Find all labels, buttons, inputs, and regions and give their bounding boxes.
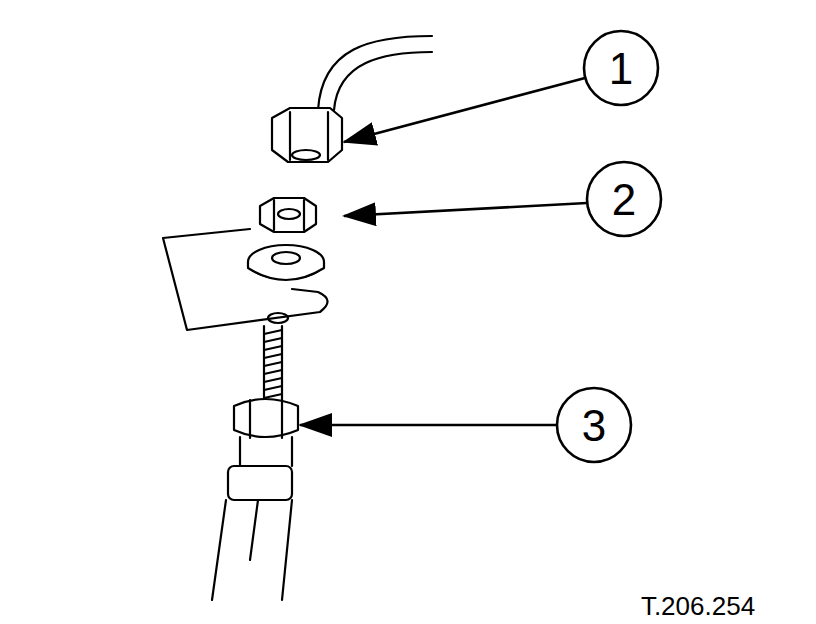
- callout-number: 3: [582, 404, 606, 448]
- callout-circle: [557, 388, 631, 462]
- nut-facet: [274, 200, 304, 230]
- nut-bore: [292, 150, 320, 160]
- thread: [264, 330, 282, 398]
- leader-arrow: [300, 424, 557, 427]
- lock-nut: [260, 198, 316, 232]
- callout-circle: [587, 162, 661, 236]
- nut-bore: [278, 209, 300, 219]
- hose-ferrule: [228, 466, 292, 500]
- drawing-reference: T.206.254: [641, 593, 755, 619]
- callout-number: 2: [612, 178, 636, 222]
- callout-circle: [584, 31, 658, 105]
- leader-arrow: [344, 78, 585, 142]
- hex-facet: [250, 400, 282, 438]
- thread-stud: [264, 326, 282, 400]
- bracket-hole: [268, 313, 288, 323]
- bracket: [163, 229, 328, 330]
- union-nut: [272, 108, 342, 162]
- brake-hose: [212, 500, 292, 600]
- leader-arrow: [344, 203, 587, 216]
- callout-number: 1: [609, 47, 633, 91]
- washer-bore: [272, 252, 300, 264]
- washer: [248, 245, 324, 279]
- pipe-edge: [334, 52, 432, 110]
- pipe-edge: [318, 36, 432, 110]
- hose-fitting-hex: [234, 399, 298, 437]
- fitting-neck: [240, 437, 292, 466]
- nut-facet: [290, 112, 328, 160]
